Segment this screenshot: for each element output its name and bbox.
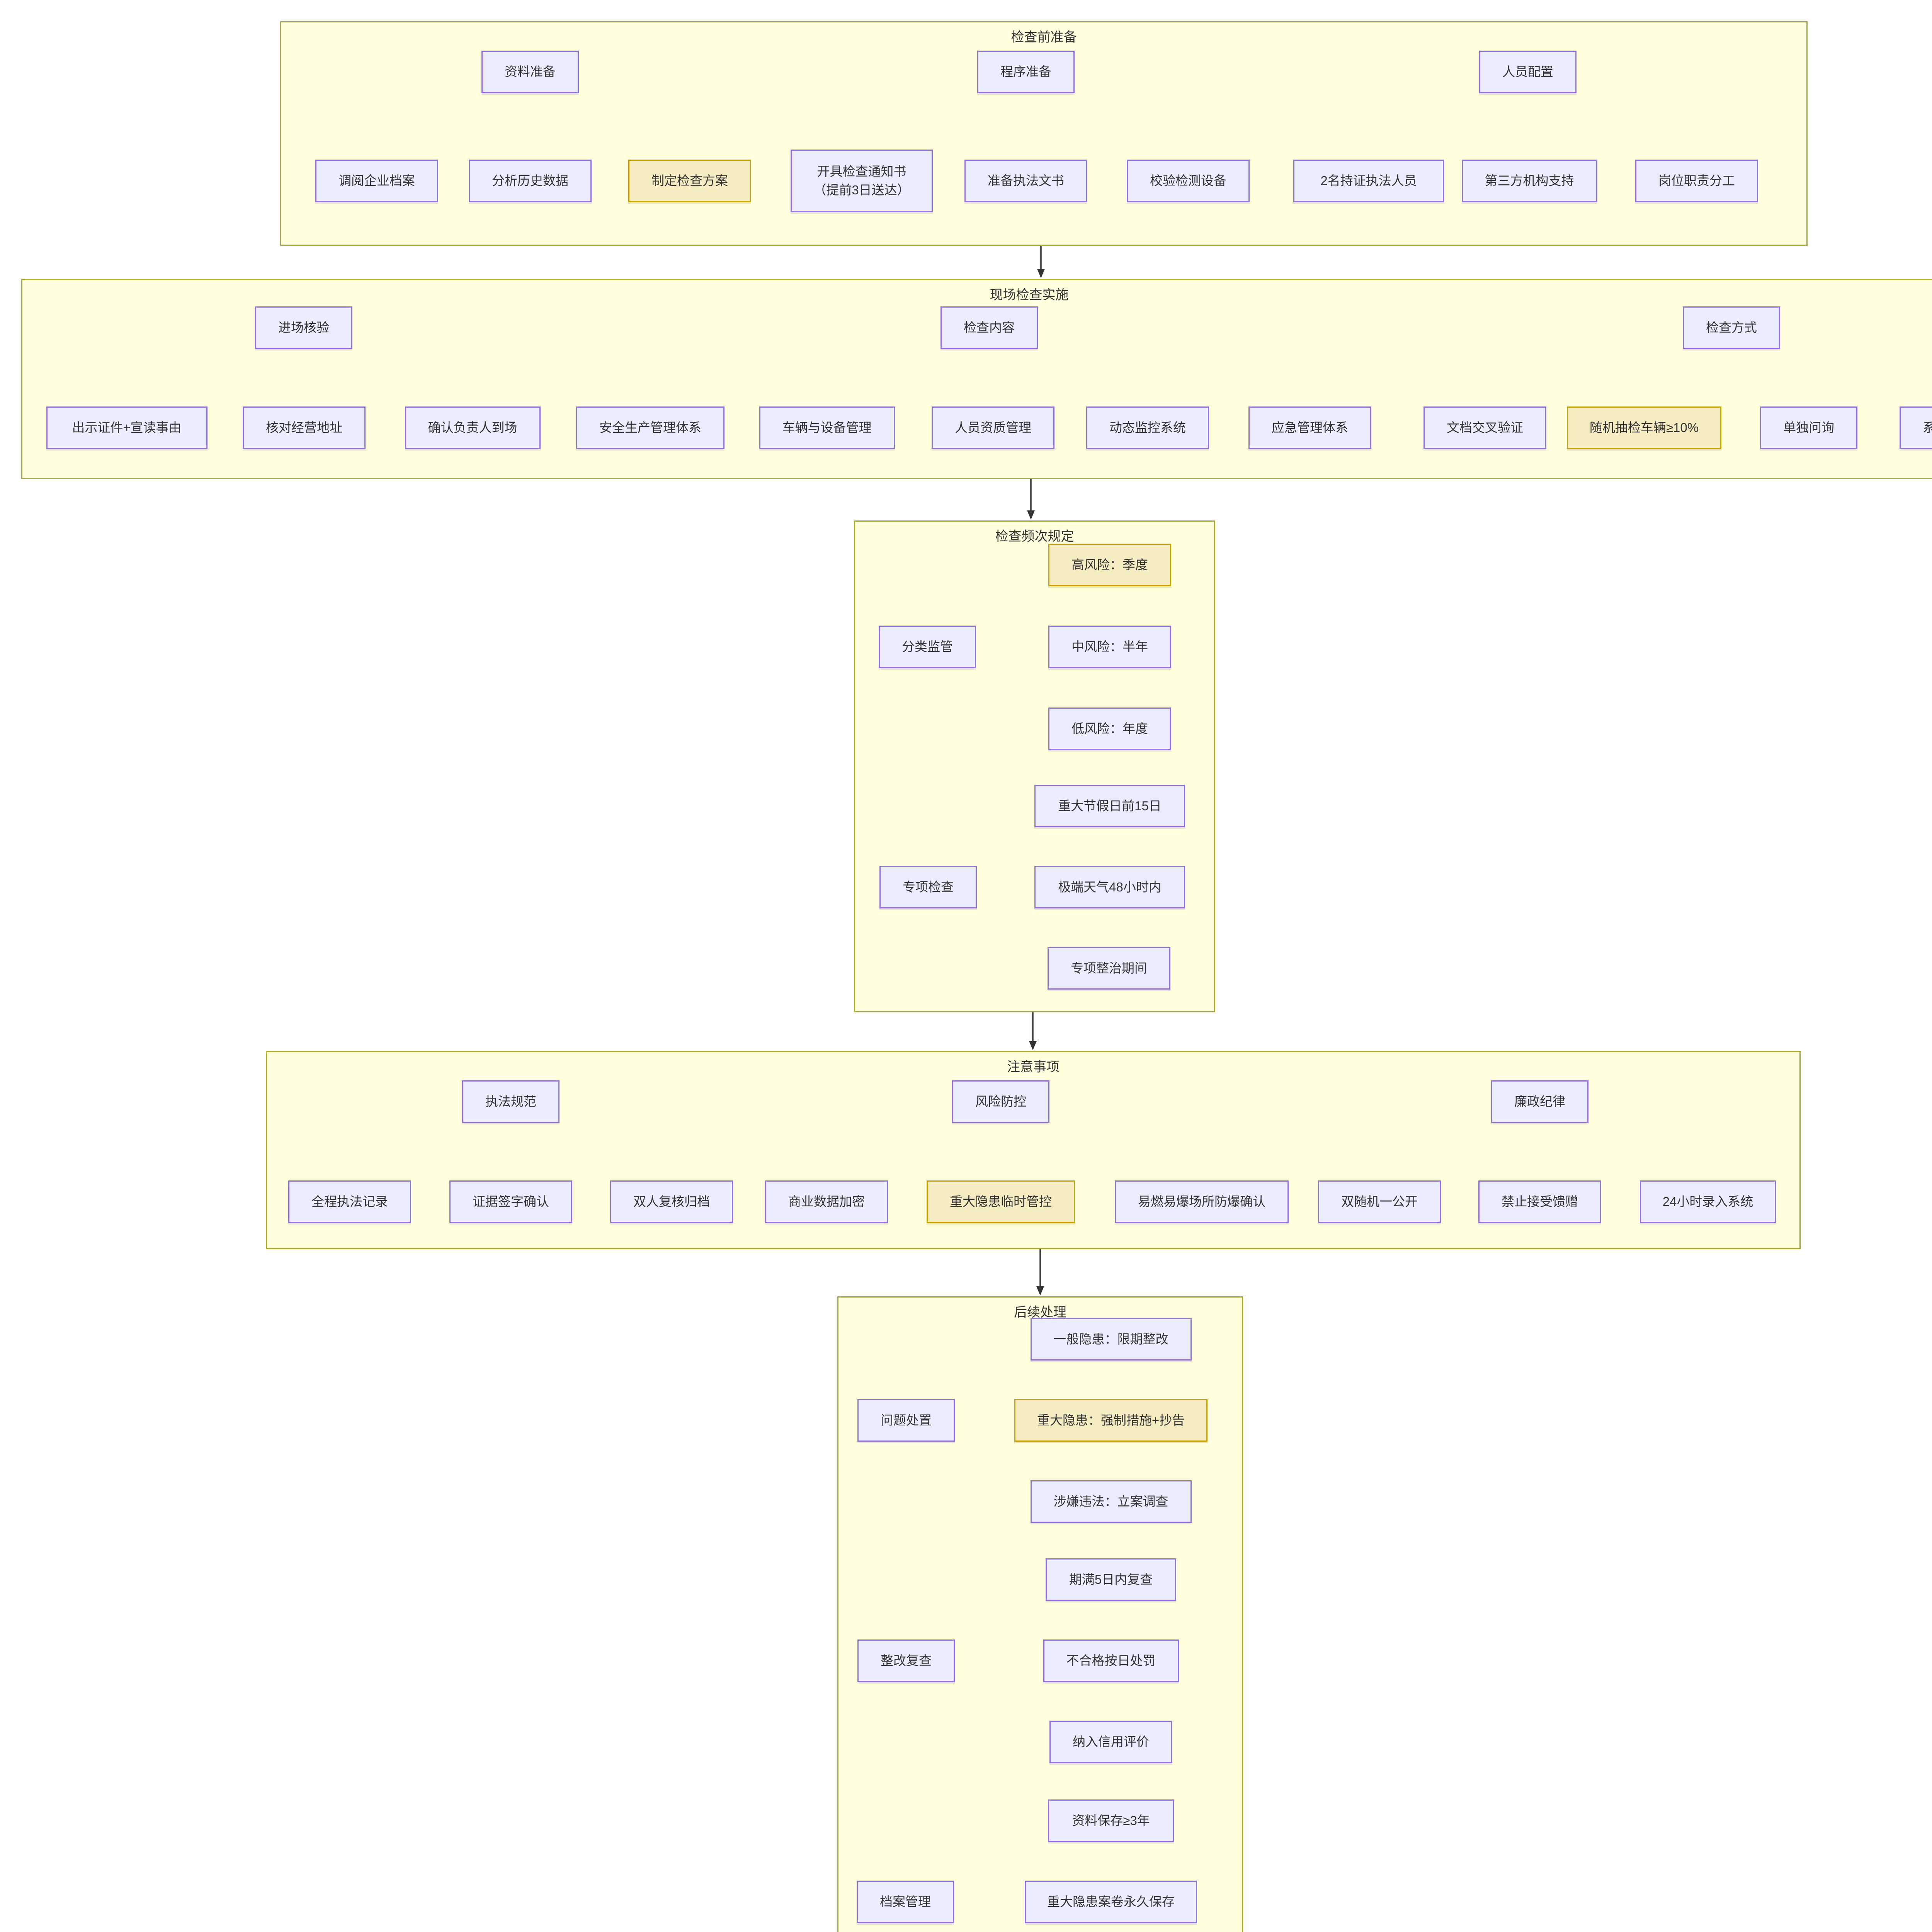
- group-node: 问题处置: [857, 1399, 955, 1442]
- leaf-node: 制定检查方案: [628, 160, 751, 202]
- leaf-node: 重大节假日前15日: [1034, 785, 1185, 827]
- leaf-node: 校验检测设备: [1127, 160, 1250, 202]
- leaf-node: 易燃易爆场所防爆确认: [1115, 1180, 1289, 1223]
- leaf-node: 一般隐患：限期整改: [1030, 1318, 1192, 1361]
- leaf-node: 文档交叉验证: [1423, 406, 1546, 449]
- leaf-node: 开具检查通知书 （提前3日送达）: [791, 150, 933, 212]
- leaf-node: 调阅企业档案: [315, 160, 438, 202]
- leaf-node: 岗位职责分工: [1635, 160, 1758, 202]
- group-node: 执法规范: [462, 1080, 560, 1123]
- group-node: 资料准备: [481, 51, 579, 93]
- leaf-node: 分析历史数据: [469, 160, 592, 202]
- section-5: [837, 1296, 1243, 1932]
- leaf-node: 双人复核归档: [610, 1180, 733, 1223]
- leaf-node: 重大隐患临时管控: [927, 1180, 1075, 1223]
- leaf-node: 资料保存≥3年: [1048, 1799, 1174, 1842]
- leaf-node: 第三方机构支持: [1461, 160, 1597, 202]
- leaf-node: 车辆与设备管理: [759, 406, 895, 449]
- group-node: 程序准备: [977, 51, 1075, 93]
- leaf-node: 不合格按日处罚: [1043, 1639, 1179, 1682]
- leaf-node: 低风险：年度: [1048, 707, 1171, 750]
- leaf-node: 出示证件+宣读事由: [46, 406, 207, 449]
- group-node: 整改复查: [857, 1639, 955, 1682]
- leaf-node: 人员资质管理: [932, 406, 1054, 449]
- group-node: 检查内容: [940, 306, 1038, 349]
- leaf-node: 极端天气48小时内: [1034, 866, 1185, 908]
- leaf-node: 系统功能测试: [1900, 406, 1932, 449]
- leaf-node: 中风险：半年: [1048, 626, 1171, 668]
- leaf-node: 核对经营地址: [243, 406, 366, 449]
- leaf-node: 商业数据加密: [765, 1180, 888, 1223]
- section-3: [854, 520, 1215, 1012]
- leaf-node: 确认负责人到场: [405, 406, 541, 449]
- leaf-node: 双随机一公开: [1318, 1180, 1441, 1223]
- section-title: 检查前准备: [1011, 30, 1077, 45]
- leaf-node: 证据签字确认: [449, 1180, 572, 1223]
- group-node: 风险防控: [952, 1080, 1049, 1123]
- leaf-node: 高风险：季度: [1048, 544, 1171, 586]
- leaf-node: 专项整治期间: [1048, 947, 1170, 990]
- group-node: 专项检查: [879, 866, 977, 908]
- group-node: 廉政纪律: [1491, 1080, 1588, 1123]
- leaf-node: 禁止接受馈赠: [1478, 1180, 1601, 1223]
- section-title: 现场检查实施: [990, 287, 1069, 303]
- group-node: 人员配置: [1479, 51, 1577, 93]
- leaf-node: 随机抽检车辆≥10%: [1567, 406, 1721, 449]
- leaf-node: 24小时录入系统: [1640, 1180, 1776, 1223]
- leaf-node: 重大隐患：强制措施+抄告: [1014, 1399, 1208, 1442]
- leaf-node: 期满5日内复查: [1046, 1558, 1176, 1601]
- leaf-node: 全程执法记录: [288, 1180, 411, 1223]
- group-node: 分类监管: [879, 626, 976, 668]
- group-node: 检查方式: [1683, 306, 1780, 349]
- group-node: 档案管理: [857, 1881, 954, 1923]
- leaf-node: 准备执法文书: [964, 160, 1087, 202]
- leaf-node: 动态监控系统: [1086, 406, 1209, 449]
- leaf-node: 安全生产管理体系: [576, 406, 724, 449]
- section-title: 检查频次规定: [995, 529, 1074, 544]
- section-title: 注意事项: [1007, 1060, 1060, 1075]
- group-node: 进场核验: [255, 306, 352, 349]
- section-title: 后续处理: [1014, 1305, 1066, 1320]
- leaf-node: 应急管理体系: [1248, 406, 1371, 449]
- leaf-node: 涉嫌违法：立案调查: [1030, 1480, 1192, 1523]
- leaf-node: 重大隐患案卷永久保存: [1025, 1881, 1197, 1923]
- leaf-node: 2名持证执法人员: [1293, 160, 1444, 202]
- leaf-node: 纳入信用评价: [1049, 1721, 1172, 1763]
- leaf-node: 单独问询: [1760, 406, 1857, 449]
